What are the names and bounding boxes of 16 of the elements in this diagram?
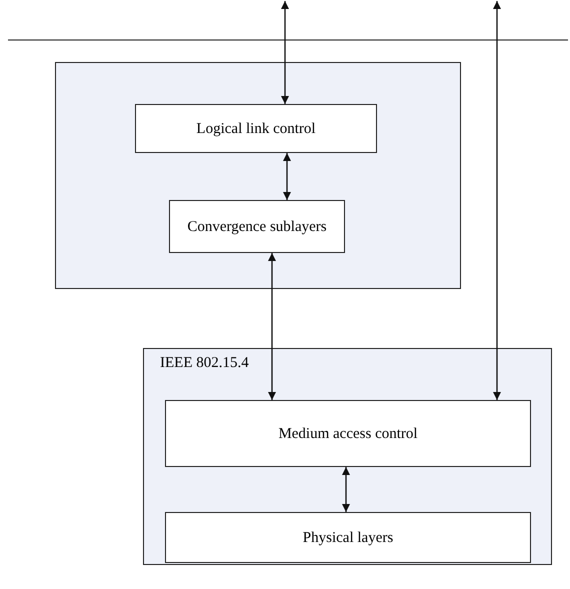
double-arrow xyxy=(342,467,350,512)
layer-label: Medium access control xyxy=(277,424,419,442)
double-arrow xyxy=(268,253,276,400)
layer-label: Convergence sublayers xyxy=(186,218,328,236)
layer-label: Physical layers xyxy=(302,528,394,546)
layer-panel xyxy=(143,348,552,565)
layer-panel xyxy=(55,62,461,289)
layer-heading: IEEE 802.15.4 xyxy=(160,355,249,372)
layer-box xyxy=(169,200,345,253)
double-arrow xyxy=(283,153,291,200)
layer-box xyxy=(135,104,377,153)
double-arrow xyxy=(281,1,289,104)
double-arrow xyxy=(493,1,501,400)
layer-box xyxy=(165,400,531,467)
layer-box xyxy=(165,512,531,563)
layer-label: Logical link control xyxy=(195,120,317,138)
